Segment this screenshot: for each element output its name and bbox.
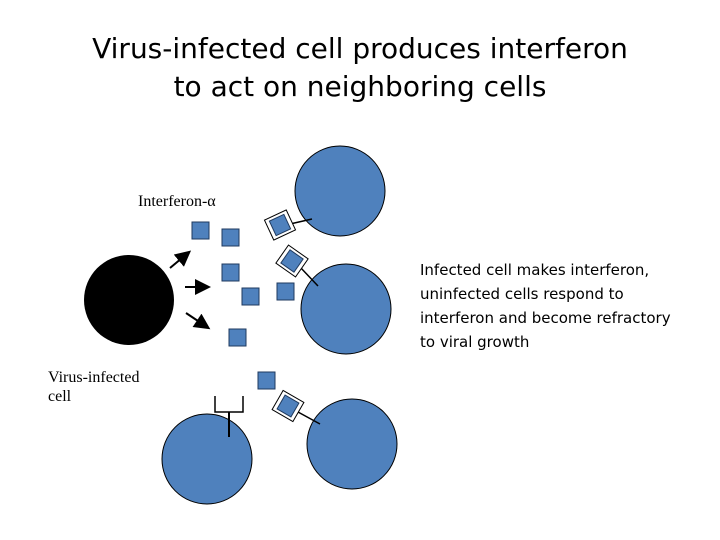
- description-text: Infected cell makes interferon, uninfect…: [420, 258, 710, 354]
- uninfected-cell-bottom-right: [306, 398, 398, 490]
- receptor-stalk: [297, 411, 321, 425]
- description-line-3: interferon and become refractory: [420, 309, 671, 327]
- uninfected-cell-middle: [300, 263, 392, 355]
- arrow-down: [185, 312, 211, 330]
- infected-cell-label: Virus-infected cell: [48, 368, 139, 406]
- interferon-molecule: [221, 263, 240, 282]
- slide-title: Virus-infected cell produces interferon …: [0, 30, 720, 106]
- description-line-4: to viral growth: [420, 333, 530, 351]
- interferon-label: Interferon-α: [138, 193, 216, 210]
- receptor-bound-middle: [275, 244, 309, 278]
- uninfected-cell-top: [294, 145, 386, 237]
- receptor-bound-top: [263, 209, 297, 241]
- title-line-2: to act on neighboring cells: [173, 70, 547, 103]
- receptor-bound-bottom-right: [271, 389, 305, 423]
- interferon-molecule: [241, 287, 260, 306]
- infected-cell-label-line-2: cell: [48, 388, 72, 405]
- interferon-molecule: [191, 221, 210, 240]
- title-line-1: Virus-infected cell produces interferon: [92, 32, 628, 65]
- interferon-molecule: [257, 371, 276, 390]
- infected-cell-label-line-1: Virus-infected: [48, 369, 140, 386]
- virus-infected-cell: [84, 255, 174, 345]
- uninfected-cell-bottom-left: [161, 413, 253, 505]
- interferon-molecule: [221, 228, 240, 247]
- receptor-stalk: [299, 266, 319, 287]
- interferon-molecule: [228, 328, 247, 347]
- receptor-stalk: [289, 218, 313, 225]
- receptor-empty: [214, 396, 244, 413]
- arrow-up: [169, 250, 192, 269]
- description-line-1: Infected cell makes interferon,: [420, 261, 650, 279]
- interferon-molecule: [276, 282, 295, 301]
- description-line-2: uninfected cells respond to: [420, 285, 624, 303]
